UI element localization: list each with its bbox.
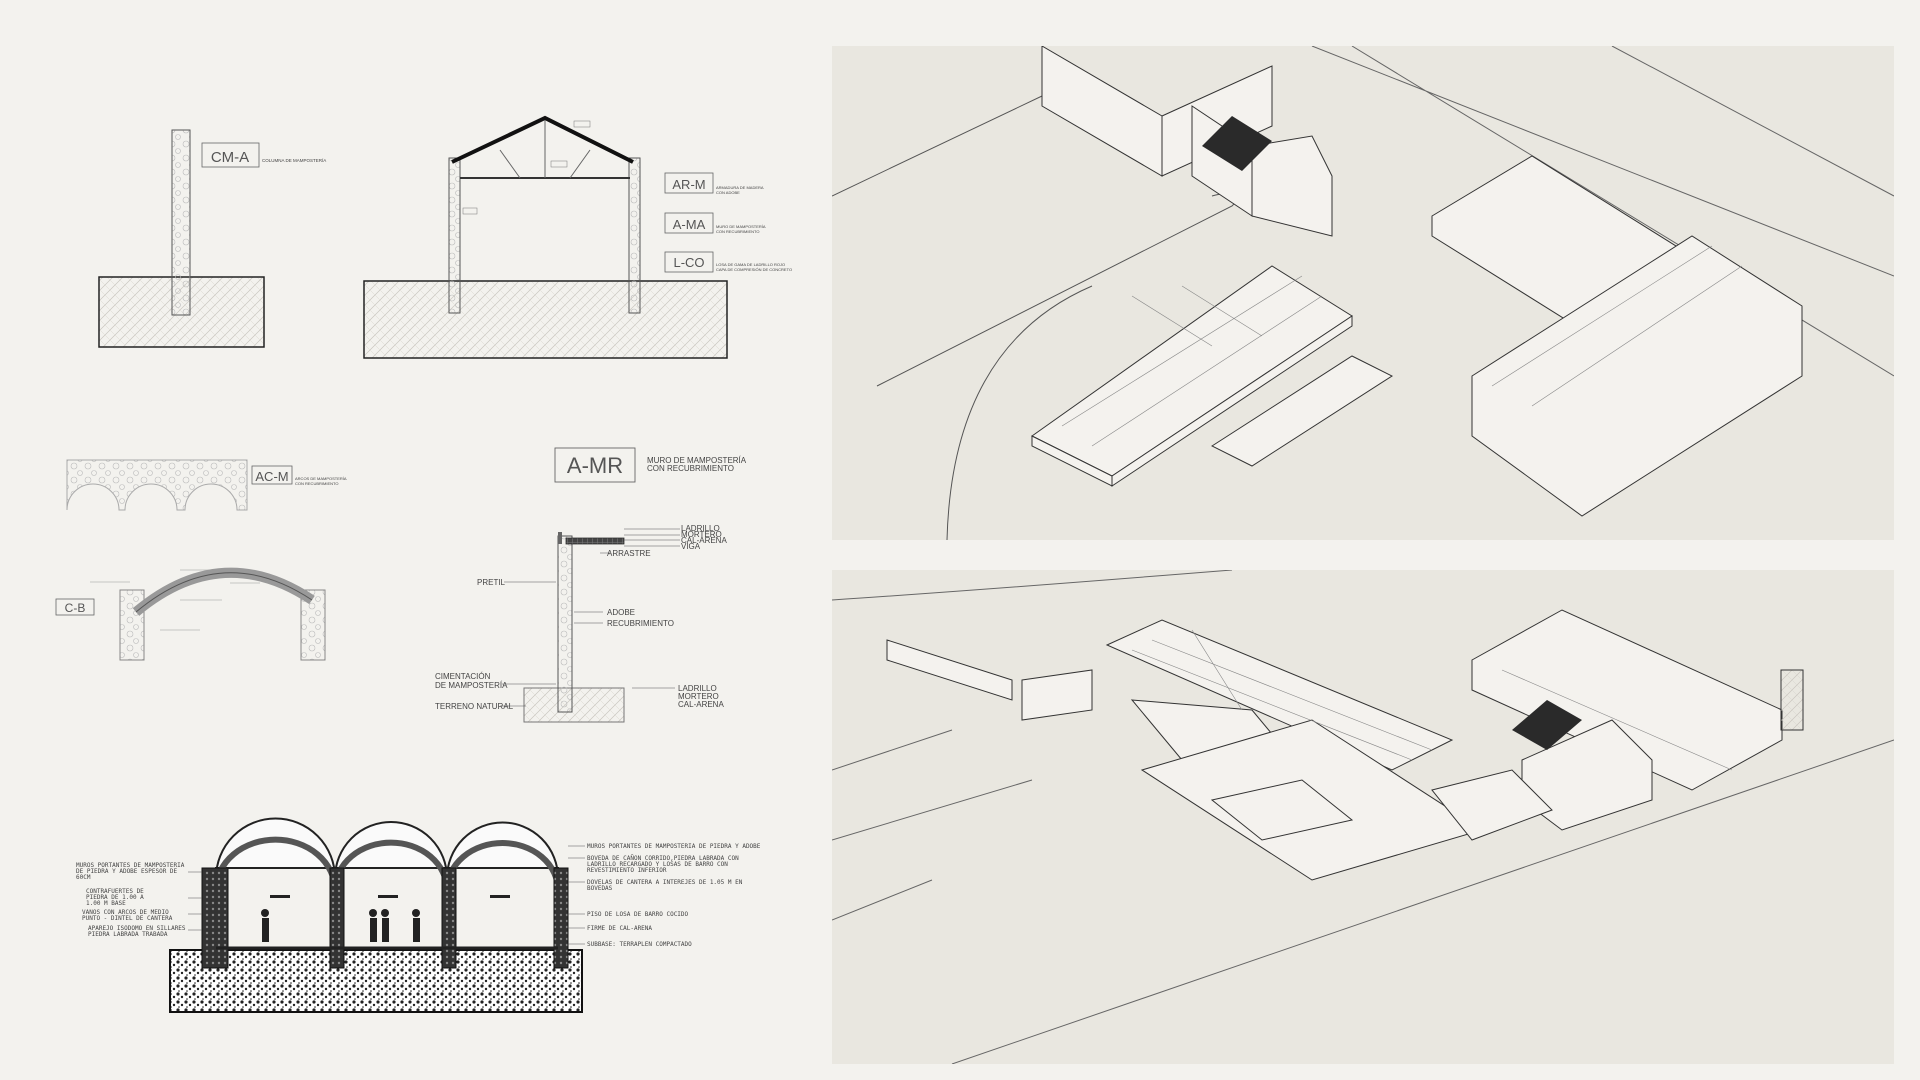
terreno-label: TERRENO NATURAL — [435, 702, 514, 711]
cm-a-note: COLUMNA DE MAMPOSTERÍA — [262, 157, 326, 163]
l-co-code: L-CO — [673, 255, 704, 270]
vault-right-label-3: LADRILLO RECARGADO Y LOSAS DE BARRO CON — [587, 861, 728, 868]
a-mr-note-2: CON RECUBRIMIENTO — [647, 464, 734, 473]
ac-m-note-2: CON RECUBRIMIENTO — [295, 481, 338, 486]
wall-top-label-3: CAL-ARENA — [681, 536, 727, 545]
vault-right-label-9: SUBBASE: TERRAPLEN COMPACTADO — [587, 941, 692, 948]
vault-right-label-5: DOVELAS DE CANTERA A INTEREJES DE 1.05 M… — [587, 879, 743, 886]
adobe-label: ADOBE — [607, 608, 635, 617]
vault-right-label-8: FIRME DE CAL-ARENA — [587, 925, 652, 932]
l-co-note-2: CAPA DE COMPRESIÓN DE CONCRETO — [716, 267, 792, 272]
wall-top-label-1: LADRILLO — [681, 524, 720, 533]
wall-bottom-label-1: LADRILLO — [678, 684, 717, 693]
pretil-label: PRETIL — [477, 578, 506, 587]
wall-section-detail: A-MR MURO DE MAMPOSTERÍA CON RECUBRIMIEN… — [435, 447, 747, 723]
a-ma-code: A-MA — [673, 217, 706, 232]
vault-left-label-6: 1.00 M BASE — [86, 900, 126, 907]
arch-vault-detail: C-B — [55, 567, 326, 661]
a-mr-code: A-MR — [567, 453, 623, 478]
vault-right-label-6: BOVEDAS — [587, 885, 613, 892]
ar-m-note-2: CON ADOBE — [716, 190, 740, 195]
cimentacion-label-1: CIMENTACIÓN — [435, 672, 491, 681]
vault-left-label-7: VANOS CON ARCOS DE MEDIO — [82, 909, 169, 916]
roof-section-detail: AR-M ARMADURA DE MADERA CON ADOBE A-MA M… — [363, 115, 792, 359]
column-detail: CM-A COLUMNA DE MAMPOSTERÍA — [98, 129, 326, 348]
vault-left-label-5: PIEDRA DE 1.00 A — [86, 894, 144, 901]
vault-left-label-8: PUNTO - DINTEL DE CANTERA — [82, 915, 173, 922]
vault-section-detail: MUROS PORTANTES DE MAMPOSTERIA DE PIEDRA… — [76, 817, 761, 1013]
wall-bottom-label-3: CAL-ARENA — [678, 700, 724, 709]
vault-left-label-1: MUROS PORTANTES DE MAMPOSTERIA — [76, 862, 185, 869]
wall-top-label-2: MORTERO — [681, 530, 722, 539]
vault-left-label-4: CONTRAFUERTES DE — [86, 888, 144, 895]
a-ma-note-1: MURO DE MAMPOSTERÍA — [716, 224, 766, 229]
vault-right-label-4: REVESTIMIENTO INFERIOR — [587, 867, 667, 874]
construction-details-sheet: CM-A COLUMNA DE MAMPOSTERÍA AR-M ARMADUR… — [0, 0, 830, 1080]
ac-m-code: AC-M — [255, 469, 288, 484]
ac-m-note-1: ARCOS DE MAMPOSTERÍA — [295, 476, 347, 481]
axonometric-view-bottom — [832, 570, 1894, 1064]
vault-left-label-9: APAREJO ISODOMO EN SILLARES — [88, 925, 186, 932]
arrastre-label: ARRASTRE — [607, 549, 651, 558]
construction-details-drawing: CM-A COLUMNA DE MAMPOSTERÍA AR-M ARMADUR… — [55, 115, 792, 1013]
recubrimiento-label: RECUBRIMIENTO — [607, 619, 674, 628]
vault-right-label-7: PISO DE LOSA DE BARRO COCIDO — [587, 911, 689, 918]
vault-left-label-2: DE PIEDRA Y ADOBE ESPESOR DE — [76, 868, 178, 875]
vault-right-label-1: MUROS PORTANTES DE MAMPOSTERIA DE PIEDRA… — [587, 843, 761, 850]
ar-m-note-1: ARMADURA DE MADERA — [716, 185, 764, 190]
vault-left-label-10: PIEDRA LABRADA TRABADA — [88, 931, 168, 938]
arches-detail: AC-M ARCOS DE MAMPOSTERÍA CON RECUBRIMIE… — [66, 459, 347, 511]
wall-top-label-4: VIGA — [681, 542, 701, 551]
cimentacion-label-2: DE MAMPOSTERÍA — [435, 681, 508, 690]
c-b-code: C-B — [65, 601, 86, 615]
a-ma-note-2: CON RECUBRIMIENTO — [716, 229, 759, 234]
ar-m-code: AR-M — [672, 177, 705, 192]
l-co-note-1: LOSA DE GAMA DE LADRILLO ROJO — [716, 262, 785, 267]
vault-right-label-2: BOVEDA DE CAÑON CORRIDO,PIEDRA LABRADA C… — [587, 855, 739, 862]
a-mr-note-1: MURO DE MAMPOSTERÍA — [647, 456, 747, 465]
vault-left-label-3: 60CM — [76, 874, 91, 881]
wall-bottom-label-2: MORTERO — [678, 692, 719, 701]
cm-a-code: CM-A — [211, 149, 249, 166]
axonometric-view-top — [832, 46, 1894, 540]
